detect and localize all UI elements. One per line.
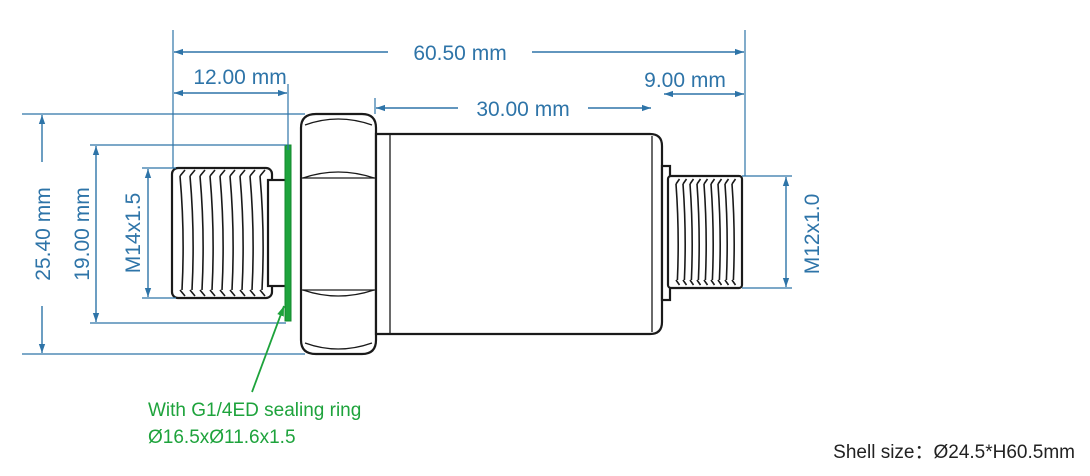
- thread-crest: [710, 178, 716, 185]
- thread-crest: [239, 169, 246, 177]
- seal-diameter-label: 19.00 mm: [71, 187, 94, 280]
- thread-tooth: [675, 183, 679, 281]
- thread-crest: [199, 169, 206, 177]
- thread-tooth: [219, 175, 224, 291]
- hex-width-dimension: 25.40 mm: [32, 115, 55, 353]
- right-thread-dimension: M12x1.0: [782, 177, 824, 287]
- thread-crest: [731, 178, 737, 185]
- sealing-ring-note-line1: With G1/4ED sealing ring: [148, 400, 361, 421]
- thread-crest: [189, 289, 196, 297]
- thread-crest: [179, 289, 186, 297]
- thread-crest: [710, 279, 716, 286]
- thread-crest: [219, 289, 226, 297]
- thread-tooth: [717, 183, 721, 281]
- thread-crest: [689, 279, 695, 286]
- thread-tooth: [249, 175, 254, 291]
- left-thread-section: [170, 166, 288, 300]
- thread-crest: [209, 169, 216, 177]
- thread-crest: [696, 178, 702, 185]
- overall-length-dimension: 60.50 mm: [174, 42, 744, 65]
- thread-crest: [731, 279, 737, 286]
- hex-width-label: 25.40 mm: [32, 187, 55, 280]
- thread-tooth: [682, 183, 686, 281]
- body-length-label: 30.00 mm: [476, 98, 569, 121]
- thread-crest: [703, 279, 709, 286]
- thread-tooth: [710, 183, 714, 281]
- sealing-ring-note-line2: Ø16.5xØ11.6x1.5: [148, 427, 296, 448]
- thread-crest: [689, 178, 695, 185]
- left-thread-label: M14x1.5: [122, 193, 145, 274]
- thread-crest: [675, 279, 681, 286]
- connector-length-label: 9.00 mm: [644, 69, 726, 92]
- sealing-ring-note: With G1/4ED sealing ring Ø16.5xØ11.6x1.5: [148, 305, 361, 448]
- thread-crest: [229, 289, 236, 297]
- thread-tooth: [731, 183, 735, 281]
- sensor-body: [374, 132, 664, 336]
- thread-crest: [724, 279, 730, 286]
- thread-crest: [179, 169, 186, 177]
- thread-crest: [209, 289, 216, 297]
- thread-tooth: [189, 175, 194, 291]
- thread-crest: [189, 169, 196, 177]
- thread-crest: [717, 279, 723, 286]
- thread-crest: [717, 178, 723, 185]
- thread-crest: [249, 169, 256, 177]
- thread-tooth: [179, 175, 184, 291]
- thread-crest: [696, 279, 702, 286]
- thread-crest: [239, 289, 246, 297]
- thread-crest: [249, 289, 256, 297]
- thread-crest: [219, 169, 226, 177]
- thread-tooth: [239, 175, 244, 291]
- sealing-ring: [284, 144, 292, 322]
- connector-length-dimension: 9.00 mm: [644, 69, 744, 98]
- thread-crest: [259, 169, 266, 177]
- thread-crest: [682, 178, 688, 185]
- right-thread-section: [660, 164, 744, 302]
- thread-tooth: [689, 183, 693, 281]
- body-length-dimension: 30.00 mm: [376, 98, 651, 121]
- thread-length-left-label: 12.00 mm: [193, 66, 286, 89]
- thread-tooth: [209, 175, 214, 291]
- thread-crest: [229, 169, 236, 177]
- thread-crest: [682, 279, 688, 286]
- thread-crest: [259, 289, 266, 297]
- thread-tooth: [703, 183, 707, 281]
- shell-size-label: Shell size：Ø24.5*H60.5mm: [833, 442, 1075, 463]
- thread-crest: [199, 289, 206, 297]
- thread-crest: [675, 178, 681, 185]
- right-thread-label: M12x1.0: [801, 194, 824, 275]
- thread-length-left-dimension: 12.00 mm: [174, 66, 287, 97]
- thread-crest: [724, 178, 730, 185]
- thread-tooth: [199, 175, 204, 291]
- sensor-part-outline: [170, 112, 744, 356]
- hex-nut: [299, 112, 378, 356]
- thread-tooth: [259, 175, 264, 291]
- extension-lines: [22, 30, 792, 355]
- thread-tooth: [696, 183, 700, 281]
- left-thread-dimension: M14x1.5: [122, 169, 152, 297]
- seal-diameter-dimension: 19.00 mm: [71, 146, 100, 322]
- thread-tooth: [724, 183, 728, 281]
- thread-tooth: [229, 175, 234, 291]
- thread-crest: [703, 178, 709, 185]
- overall-length-label: 60.50 mm: [413, 42, 506, 65]
